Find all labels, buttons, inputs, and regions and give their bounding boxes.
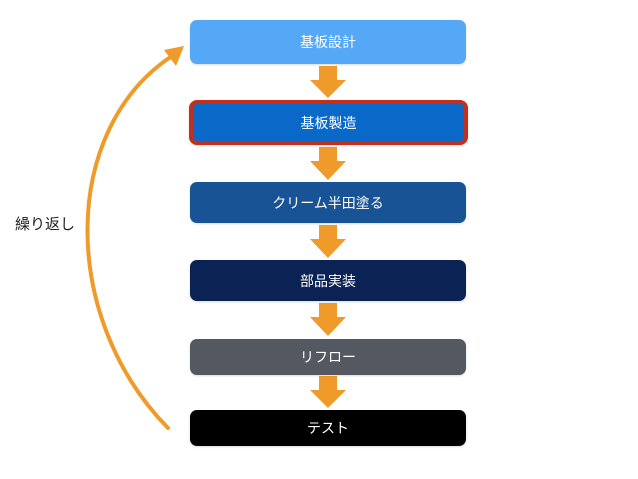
step-solder-paste: クリーム半田塗る bbox=[190, 182, 466, 223]
step-board-manufacturing: 基板製造 bbox=[189, 100, 468, 145]
down-arrow-3 bbox=[310, 225, 346, 258]
step-label: テスト bbox=[307, 421, 349, 437]
down-arrow-2 bbox=[310, 147, 346, 180]
down-arrow-5 bbox=[310, 376, 346, 408]
step-component-mounting: 部品実装 bbox=[190, 260, 466, 301]
step-label: リフロー bbox=[300, 350, 356, 366]
step-board-design: 基板設計 bbox=[190, 20, 466, 64]
step-label: クリーム半田塗る bbox=[272, 195, 384, 212]
down-arrow-4 bbox=[310, 303, 346, 336]
step-label: 基板設計 bbox=[300, 35, 356, 51]
repeat-label: 繰り返し bbox=[15, 215, 76, 233]
step-reflow: リフロー bbox=[190, 339, 466, 375]
step-test: テスト bbox=[190, 410, 466, 446]
down-arrow-1 bbox=[310, 66, 346, 98]
step-label: 部品実装 bbox=[300, 273, 356, 290]
repeat-loop-arrow bbox=[85, 46, 184, 430]
step-label: 基板製造 bbox=[300, 115, 357, 132]
